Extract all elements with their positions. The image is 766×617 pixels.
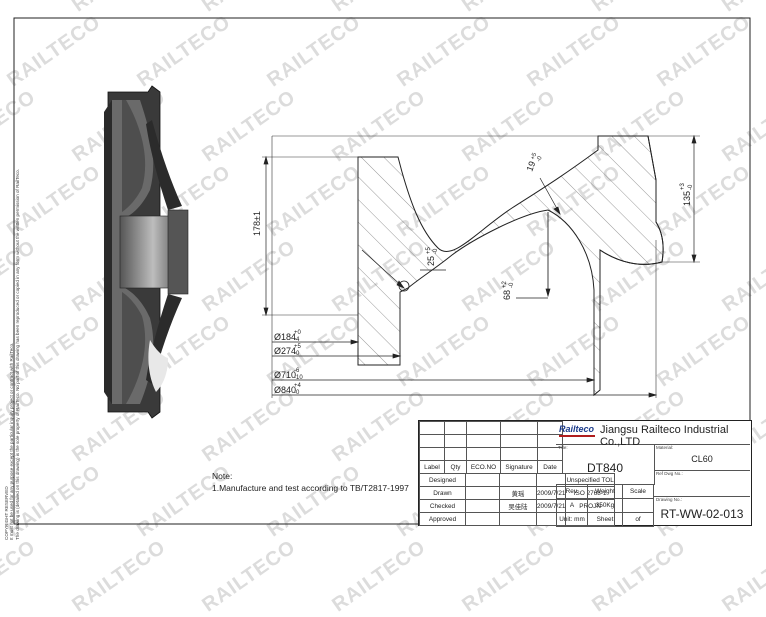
ref-dwg-cell: Ref Dwg No.: xyxy=(654,470,750,497)
hdr-date: Date xyxy=(537,460,563,474)
weight-value: 350Kg xyxy=(587,498,623,513)
weight-header: Weight xyxy=(587,484,623,499)
hdr-eco: ECO.NO xyxy=(466,460,501,474)
hdr-label: Label xyxy=(419,460,445,474)
tol-d710-dn: -10 xyxy=(294,375,303,381)
watermark-text: RAILTECO xyxy=(458,535,560,617)
dim-d710: Ø710 xyxy=(274,370,296,380)
watermark-text: RAILTECO xyxy=(328,535,430,617)
dim-178: 178±1 xyxy=(252,211,262,236)
drawing-number: RT-WW-02-013 xyxy=(660,507,744,521)
row-label: Designed xyxy=(419,473,466,487)
rev-header: Rev. xyxy=(556,484,588,499)
detail-marker xyxy=(398,280,410,292)
note-title: Note: xyxy=(212,471,233,481)
hdr-qty: Qty xyxy=(444,460,467,474)
title-caption: Title: xyxy=(558,445,568,450)
drawing-number-cell: Drawing No.: RT-WW-02-013 xyxy=(654,496,750,524)
tol-19-dn: -0 xyxy=(536,155,544,163)
company-name: Jiangsu Railteco Industrial Co.,LTD xyxy=(600,424,729,448)
dim-d274: Ø274 xyxy=(274,346,296,356)
material-cell: Material: CL60 xyxy=(654,444,750,471)
ref-caption: Ref Dwg No.: xyxy=(656,471,683,476)
tol-25-up: +5 xyxy=(426,246,432,254)
revision-grid: Label Qty ECO.NO Signature Date xyxy=(419,421,563,474)
title-block: Label Qty ECO.NO Signature Date Designed… xyxy=(418,420,752,526)
tol-d274-up: +5 xyxy=(294,344,302,350)
watermark-text: RAILTECO xyxy=(68,535,170,617)
frame-border xyxy=(13,17,751,525)
dim-68: 68 xyxy=(502,290,512,300)
dwgno-caption: Drawing No.: xyxy=(656,497,683,502)
drawing-note: Note: 1.Manufacture and test according t… xyxy=(212,470,409,494)
row-label: Checked xyxy=(419,499,466,513)
row-sign xyxy=(499,473,537,487)
watermark-text: RAILTECO xyxy=(718,535,766,617)
logo-underline xyxy=(559,435,595,437)
unit-label: Unit: mm xyxy=(556,512,588,527)
scale-header: Scale xyxy=(622,484,654,499)
dim-135: 135 xyxy=(682,191,692,206)
sheet-label: Sheet xyxy=(587,512,623,527)
dim-d184: Ø184 xyxy=(274,332,296,342)
drawing-canvas: 178±1 Ø184 +0 -4 Ø274 +5 -0 Ø710 -6 -10 … xyxy=(13,17,751,525)
tol-19-up: +5 xyxy=(530,152,538,161)
tol-68-up: +2 xyxy=(502,280,508,288)
dim-25: 25 xyxy=(426,256,436,266)
material-caption: Material: xyxy=(656,445,674,450)
wheel-3d-view xyxy=(104,85,189,419)
dimension-lines xyxy=(263,134,697,398)
company-header: Railteco Jiangsu Railteco Industrial Co.… xyxy=(556,420,750,448)
material-value: CL60 xyxy=(691,454,713,464)
dim-19: 19 xyxy=(524,160,537,173)
watermark-text: RAILTECO xyxy=(198,535,300,617)
row-label: Approved xyxy=(419,512,466,526)
scale-value xyxy=(622,498,654,513)
extension-lines xyxy=(262,135,700,398)
hdr-signature: Signature xyxy=(500,460,538,474)
watermark-text: RAILTECO xyxy=(588,535,690,617)
tol-135-dn: -0 xyxy=(688,184,694,190)
tol-d184-dn: -4 xyxy=(294,337,300,343)
note-line: 1.Manufacture and test according to TB/T… xyxy=(212,483,409,493)
rev-weight-table: Rev. Weight Scale A 350Kg Unit: mm Sheet… xyxy=(556,484,654,527)
tol-135-up: +3 xyxy=(680,182,686,190)
drawing-title: DT840 xyxy=(586,461,624,475)
rev-value: A xyxy=(556,498,588,513)
tol-25-dn: -0 xyxy=(433,248,439,254)
dimension-labels: 178±1 Ø184 +0 -4 Ø274 +5 -0 Ø710 -6 -10 … xyxy=(252,152,694,396)
tol-d840-dn: -0 xyxy=(294,390,300,396)
dim-d840: Ø840 xyxy=(274,385,296,395)
row-sign: 黄瑶 xyxy=(499,486,537,500)
tol-68-dn: -0 xyxy=(509,282,515,288)
row-sign xyxy=(499,512,537,526)
wheel-cross-section xyxy=(357,135,664,397)
tol-d184-up: +0 xyxy=(294,330,302,336)
row-sign: 吴佳陆 xyxy=(499,499,537,513)
row-label: Drawn xyxy=(419,486,466,500)
title-cell: Title: DT840 xyxy=(556,444,655,485)
of-label: of xyxy=(622,512,654,527)
tol-d840-up: +4 xyxy=(294,383,302,389)
tol-d710-up: -6 xyxy=(294,368,300,374)
watermark-text: RAILTECO xyxy=(0,535,40,617)
tol-d274-dn: -0 xyxy=(294,351,300,357)
company-logo: Railteco xyxy=(559,424,595,434)
